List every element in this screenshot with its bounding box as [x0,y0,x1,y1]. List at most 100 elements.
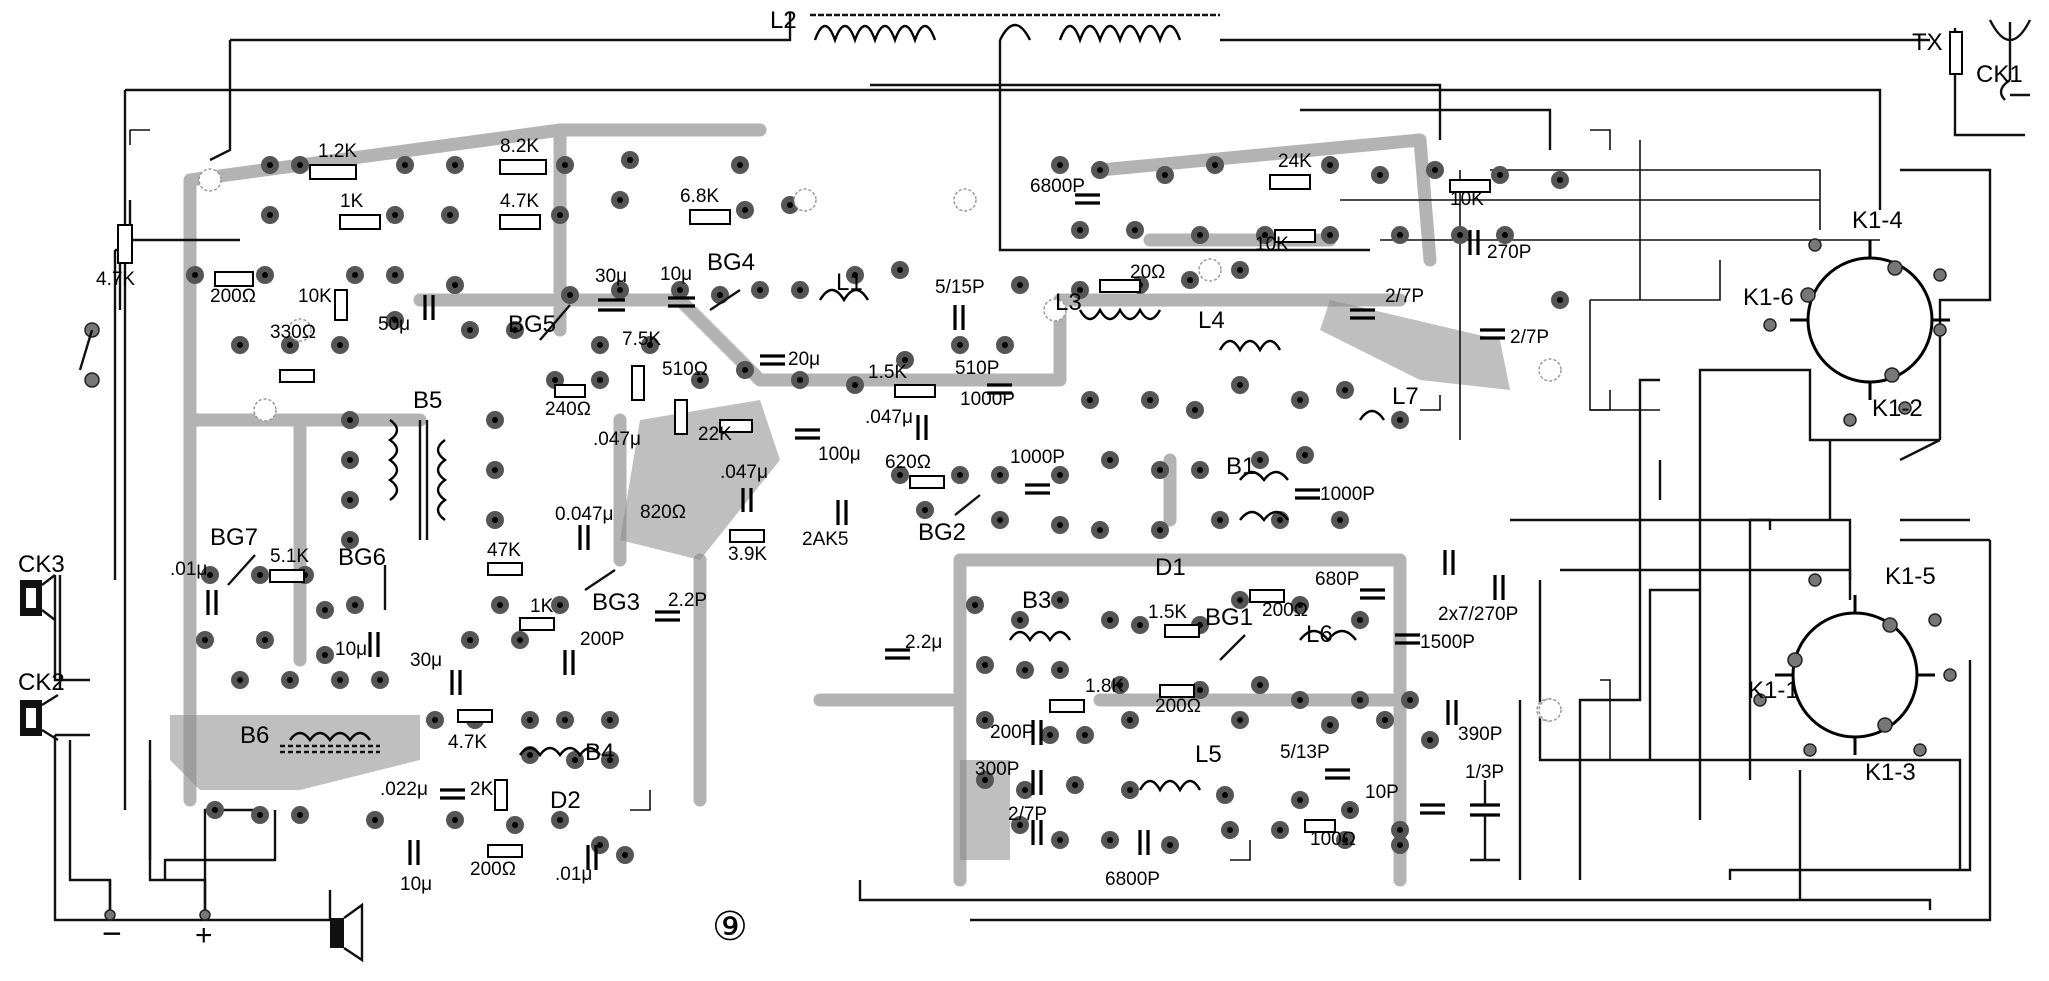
solder-pad-hole [1357,697,1363,703]
transistor-bg1 [1219,634,1246,661]
solder-pad-hole [1297,797,1303,803]
solder-pad-hole [392,317,398,323]
solder-pad-hole [1077,227,1083,233]
switch-terminals [1753,238,1957,757]
solder-pad-hole [467,327,473,333]
cap-022u [440,788,465,800]
solder-pad-hole [1342,837,1348,843]
solder-pad-hole [322,652,328,658]
solder-pad-hole [717,292,723,298]
value-r-100: 100Ω [1310,829,1356,850]
solder-pad-hole [557,212,563,218]
power-switch [78,322,100,388]
cap-2x7-270p [1443,550,1505,600]
value-c-7-5k: 7.5K [622,329,661,350]
cap-10p [1420,803,1445,815]
resistor-10k-c [1274,229,1316,243]
solder-pad-hole [1107,457,1113,463]
value-r-47k: 47K [487,540,521,561]
value-c-0-047: 0.047μ [555,504,614,525]
coil-l6 [1299,629,1357,642]
solder-pad-hole [1432,167,1438,173]
resistor-5-1k [269,569,305,583]
value-r-4-7k-b: 4.7K [448,732,487,753]
resistor-3-9k [729,529,765,543]
label-d1: D1 [1155,554,1186,581]
solder-pad-hole [1297,602,1303,608]
solder-pad-hole [1167,842,1173,848]
coil-l7 [1359,409,1385,421]
power-terminals [104,880,211,921]
solder-pad-hole [1047,732,1053,738]
solder-pad-hole [347,497,353,503]
solder-pad-hole [527,717,533,723]
cap-2-7p-b [1480,328,1505,340]
solder-pad-hole [1342,387,1348,393]
cap-1000p-b [1295,488,1320,500]
value-r-4-7k-a: 4.7K [500,191,539,212]
solder-pad-hole [1057,162,1063,168]
solder-pad-hole [562,717,568,723]
solder-pad-hole [1057,472,1063,478]
solder-pad-hole [1162,172,1168,178]
label-b3: B3 [1022,587,1051,614]
solder-pad-hole [982,662,988,668]
solder-pad-hole [372,817,378,823]
value-c-1000p-a: 1000P [1010,447,1065,468]
label-ck3: CK3 [18,551,65,578]
solder-pad-hole [1097,527,1103,533]
cap-047-b [741,488,753,512]
solder-pad-hole [492,467,498,473]
solder-pad-hole [337,677,343,683]
label-l2: L2 [770,7,797,34]
solder-pad-hole [697,377,703,383]
solder-pad-hole [737,162,743,168]
cap-200p-b [1031,720,1043,745]
solder-pad-hole [742,367,748,373]
value-r-2k: 2K [470,779,494,800]
label-k1-3: K1-3 [1865,759,1916,786]
solder-pad-hole [352,602,358,608]
value-d-2ak: 2AK5 [802,529,848,550]
value-r-1k-b: 1K [530,596,554,617]
solder-pad-hole [1457,232,1463,238]
resistor-47k [487,562,523,576]
solder-pad-hole [1297,397,1303,403]
label-b6: B6 [240,722,269,749]
solder-pad-hole [192,272,198,278]
solder-pad-hole [1257,457,1263,463]
jack-ck2 [20,693,59,742]
pads [186,151,1569,864]
solder-pad-hole [377,677,383,683]
solder-pad-hole [957,342,963,348]
solder-pad-hole [1217,517,1223,523]
solder-pad-hole [1427,737,1433,743]
value-c-047-a: .047μ [593,429,641,450]
resistor-6-8k [689,209,731,225]
value-r-5-1k: 5.1K [270,546,309,567]
capacitors [206,193,1505,870]
solder-pad-hole [787,202,793,208]
solder-pad-hole [1192,407,1198,413]
value-c-2-7p-c: 2/7P [1008,804,1047,825]
solder-pad-hole [207,572,213,578]
value-r-10k-c: 10K [1255,234,1289,255]
solder-pad-hole [1187,277,1193,283]
solder-pad-hole [1302,452,1308,458]
label-b4: B4 [585,739,614,766]
value-c-2x7-270p: 2x7/270P [1438,604,1518,625]
transistor-bg7 [227,554,256,586]
solder-pad-hole [1017,617,1023,623]
value-c-10u-a: 10μ [660,264,692,285]
value-c-6800p-b: 6800P [1105,869,1160,890]
label-bg2: BG2 [918,519,966,546]
solder-pad-hole [1097,167,1103,173]
value-c-047-c: .047μ [720,462,768,483]
solder-pad-hole [1347,807,1353,813]
resistor-620 [909,475,945,489]
mount-holes [198,168,1562,722]
value-c-510p: 510P [955,358,999,379]
value-c-200p-a: 200P [580,629,624,650]
label-bg1: BG1 [1205,604,1253,631]
value-c-10p: 10P [1365,782,1399,803]
